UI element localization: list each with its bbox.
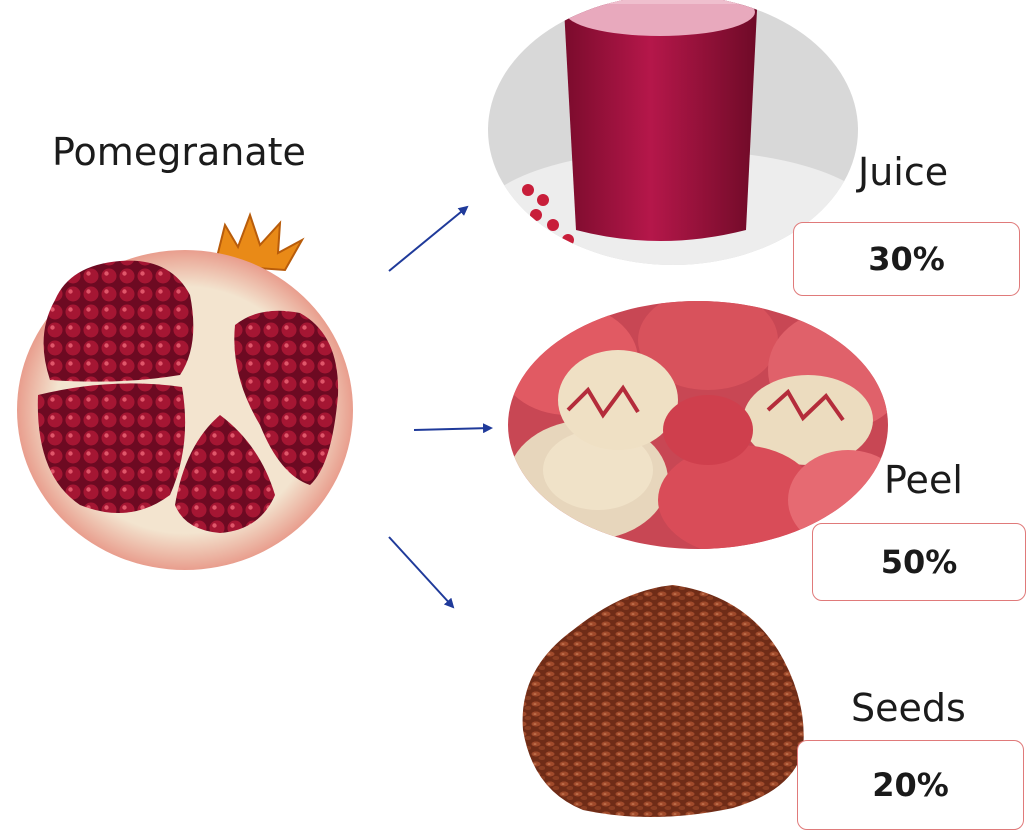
arrow-to-seeds bbox=[389, 537, 453, 607]
seeds-label: Seeds bbox=[851, 686, 966, 730]
seeds-percent-box: 20% bbox=[797, 740, 1024, 830]
peel-label: Peel bbox=[884, 458, 963, 502]
arrow-to-juice bbox=[389, 207, 467, 271]
arrow-to-peel bbox=[414, 428, 491, 430]
juice-percent-box: 30% bbox=[793, 222, 1020, 296]
seeds-image bbox=[503, 580, 813, 820]
juice-label: Juice bbox=[858, 150, 948, 194]
peel-percent-box: 50% bbox=[812, 523, 1026, 601]
peel-image bbox=[508, 300, 888, 550]
